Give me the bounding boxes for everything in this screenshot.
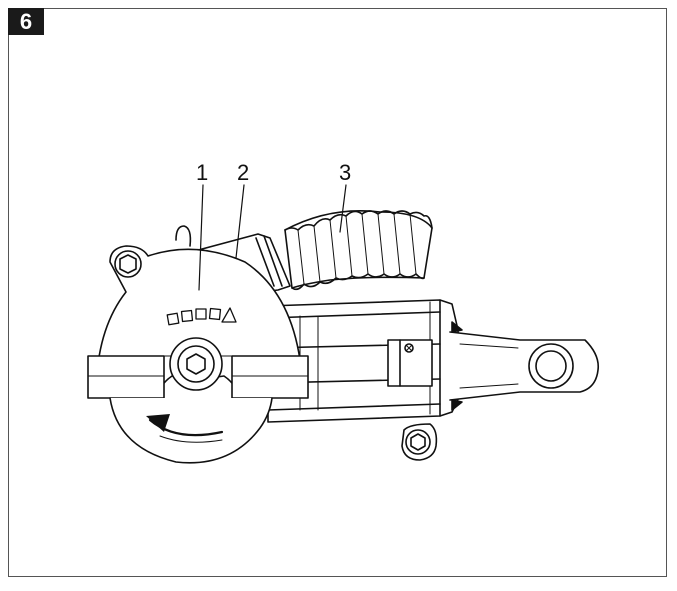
callout-leaders bbox=[198, 184, 347, 291]
callout-label-2: 2 bbox=[237, 160, 249, 185]
callout-label-3: 3 bbox=[339, 160, 351, 185]
lower-hex-screw bbox=[401, 423, 438, 461]
dust-hose bbox=[284, 210, 433, 291]
switch-block bbox=[387, 339, 433, 387]
callout-label-1: 1 bbox=[196, 160, 208, 185]
saw-blade bbox=[109, 337, 273, 464]
figure-frame bbox=[8, 8, 667, 577]
figure-number-badge: 6 bbox=[8, 8, 44, 35]
blade-guard bbox=[87, 245, 309, 399]
rear-handle bbox=[449, 321, 600, 411]
